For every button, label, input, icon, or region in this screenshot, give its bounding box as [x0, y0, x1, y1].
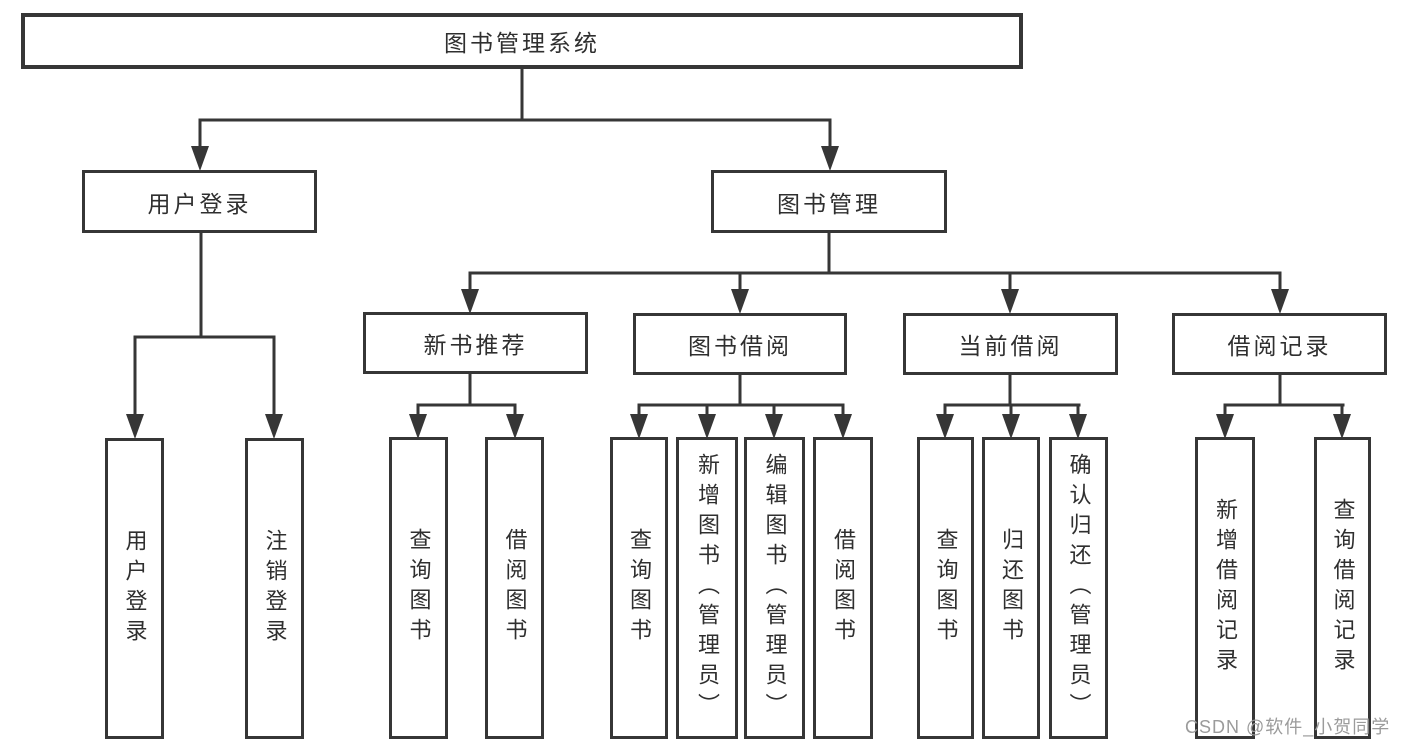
node-current-borrow: 当前借阅 — [903, 313, 1118, 375]
node-book-management: 图书管理 — [711, 170, 947, 233]
connector-root-to-level2 — [198, 67, 832, 150]
leaf-newbook-borrow-books: 借阅图书 — [485, 437, 544, 739]
leaf-current-return-books-label: 归还图书 — [999, 528, 1024, 648]
leaf-logout-login-label: 注销登录 — [262, 528, 288, 649]
leaf-current-confirm-return-admin-label: 确认归还（管理员） — [1066, 453, 1092, 723]
leaf-newbook-query-books-label: 查询图书 — [406, 528, 432, 648]
leaf-newbook-query-books: 查询图书 — [389, 437, 448, 739]
connector-borrowrecord-to-leaves — [1223, 373, 1345, 419]
connector-currentborrow-to-leaves — [943, 373, 1081, 419]
node-root-label: 图书管理系统 — [444, 30, 600, 56]
leaf-borrow-borrow-books: 借阅图书 — [813, 437, 873, 739]
leaf-borrow-add-books-admin-label: 新增图书（管理员） — [695, 453, 720, 723]
node-borrow-records-label: 借阅记录 — [1227, 333, 1332, 359]
node-book-borrow-label: 图书借阅 — [688, 333, 792, 359]
leaf-records-query-borrow-record-label: 查询借阅记录 — [1330, 498, 1356, 678]
csdn-watermark: CSDN @软件_小贺同学 — [1185, 717, 1391, 737]
leaf-current-return-books: 归还图书 — [982, 437, 1040, 739]
connector-userlogin-to-leaves — [133, 231, 276, 418]
leaf-borrow-add-books-admin: 新增图书（管理员） — [676, 437, 738, 739]
leaf-user-login-label: 用户登录 — [122, 528, 148, 649]
arrowheads — [126, 146, 1351, 439]
connector-newbookrec-to-leaves — [416, 372, 517, 419]
leaf-borrow-edit-books-admin: 编辑图书（管理员） — [744, 437, 805, 739]
leaf-records-query-borrow-record: 查询借阅记录 — [1314, 437, 1371, 739]
leaf-user-login: 用户登录 — [105, 438, 164, 739]
node-user-login-label: 用户登录 — [147, 190, 252, 217]
node-book-borrow: 图书借阅 — [633, 313, 847, 375]
leaf-current-query-books: 查询图书 — [917, 437, 974, 739]
leaf-borrow-query-books: 查询图书 — [610, 437, 668, 739]
leaf-records-add-borrow-record-label: 新增借阅记录 — [1213, 498, 1238, 678]
leaf-current-confirm-return-admin: 确认归还（管理员） — [1049, 437, 1108, 739]
node-root: 图书管理系统 — [21, 13, 1023, 69]
leaf-current-query-books-label: 查询图书 — [933, 528, 959, 648]
leaf-newbook-borrow-books-label: 借阅图书 — [502, 528, 528, 648]
connector-bookborrow-to-leaves — [637, 373, 845, 419]
connector-bookmgmt-to-level3 — [468, 231, 1282, 293]
node-user-login: 用户登录 — [82, 170, 317, 233]
leaf-logout-login: 注销登录 — [245, 438, 304, 739]
leaf-records-add-borrow-record: 新增借阅记录 — [1195, 437, 1255, 739]
node-book-management-label: 图书管理 — [777, 190, 881, 217]
leaf-borrow-query-books-label: 查询图书 — [627, 528, 652, 648]
node-borrow-records: 借阅记录 — [1172, 313, 1387, 375]
node-new-book-recommend: 新书推荐 — [363, 312, 588, 374]
leaf-borrow-borrow-books-label: 借阅图书 — [831, 528, 856, 648]
leaf-borrow-edit-books-admin-label: 编辑图书（管理员） — [762, 453, 788, 723]
node-current-borrow-label: 当前借阅 — [958, 333, 1063, 359]
node-new-book-recommend-label: 新书推荐 — [423, 332, 528, 358]
